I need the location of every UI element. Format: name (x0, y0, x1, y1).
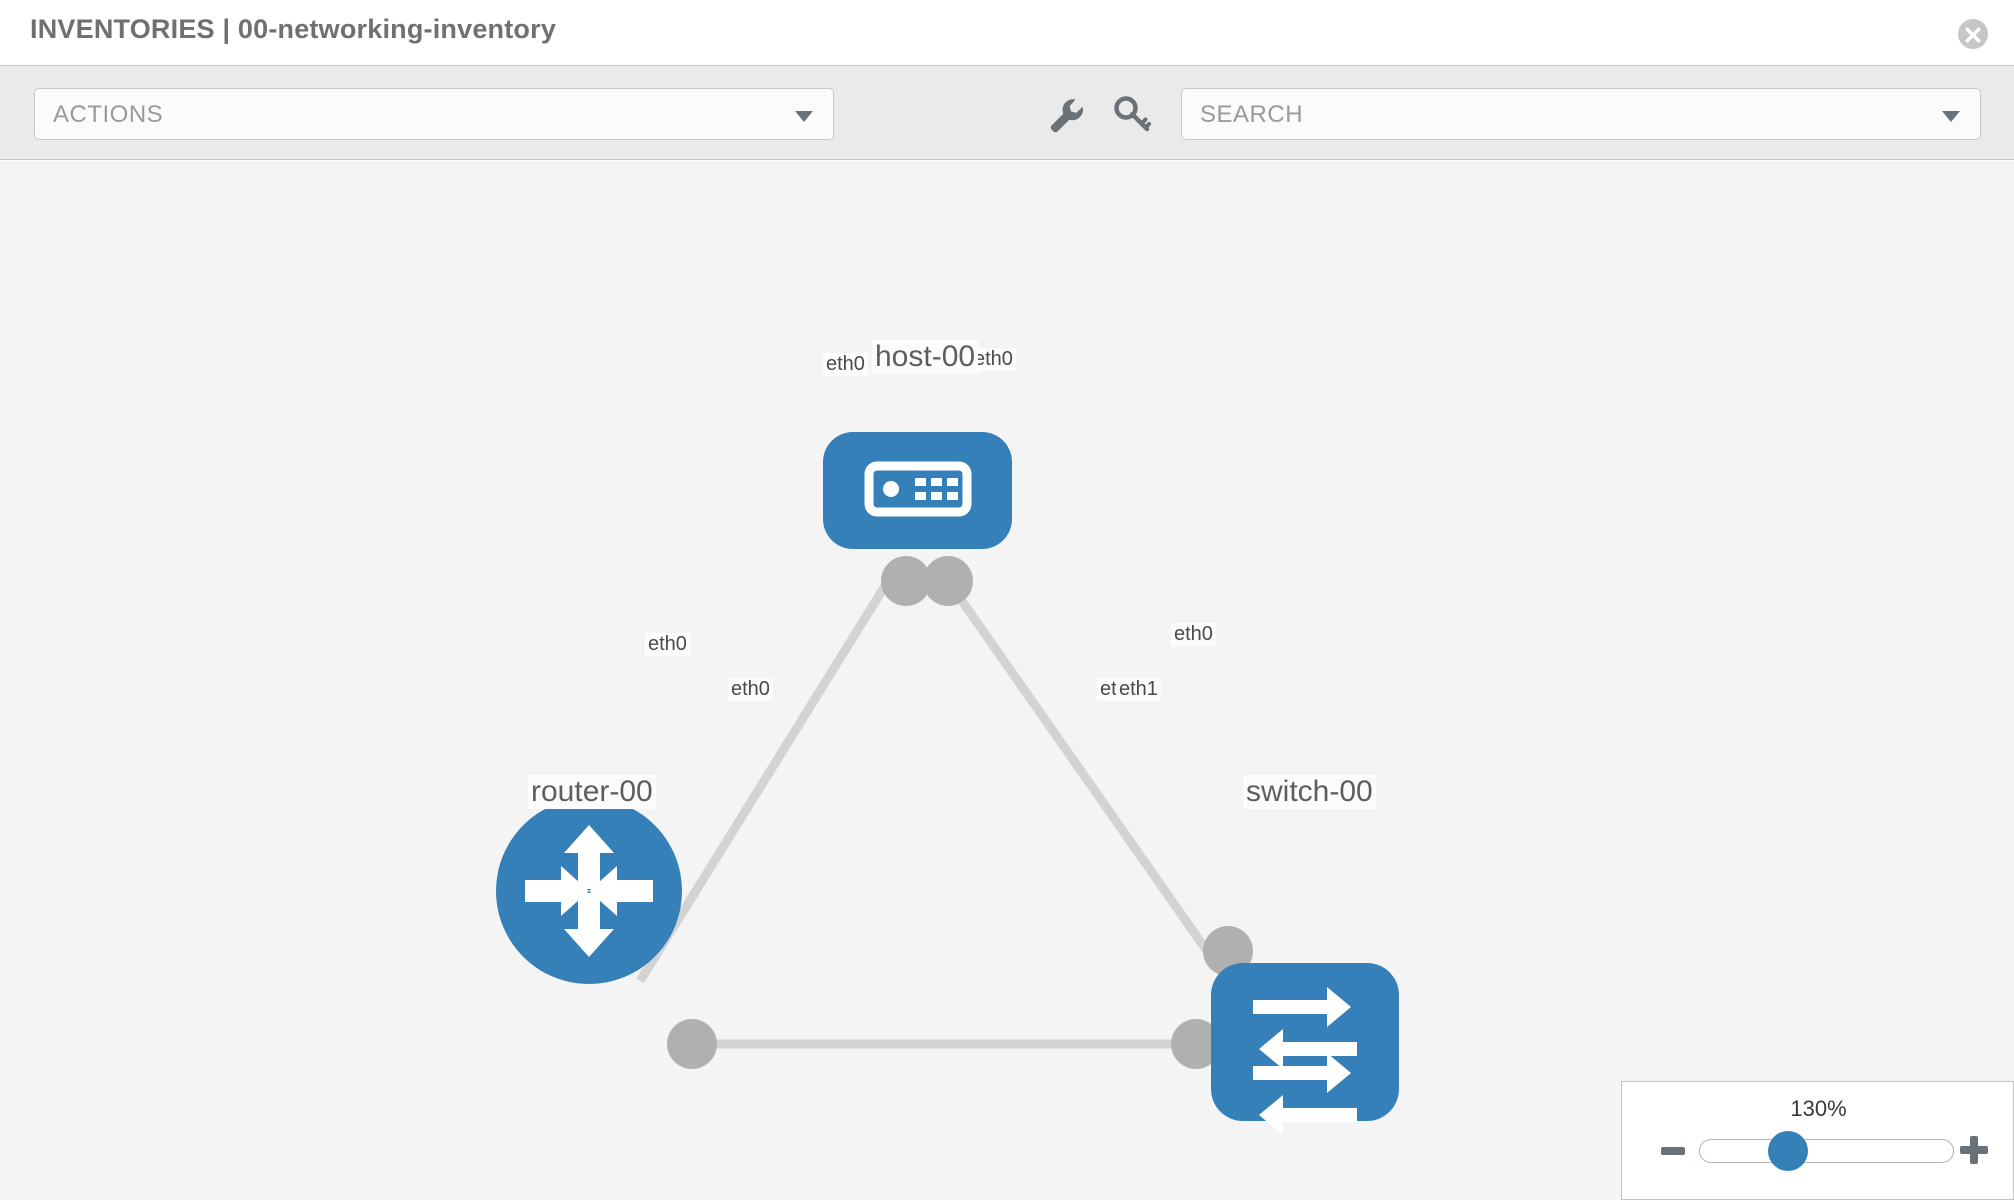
server-icon (864, 461, 972, 517)
edge-label-host00-router00-far: eth0 (645, 633, 690, 656)
topology-connectors (667, 556, 1253, 1069)
zoom-out-button[interactable] (1661, 1147, 1685, 1155)
connector-switch00-left[interactable] (1171, 1019, 1221, 1069)
edge-label-host00-switch00-far: eth0 (1171, 623, 1216, 646)
page-title: INVENTORIES | 00-networking-inventory (30, 14, 557, 44)
node-host-00[interactable] (823, 432, 1012, 549)
search-input[interactable]: SEARCH (1181, 88, 1981, 140)
zoom-slider-track[interactable] (1699, 1139, 1954, 1163)
node-label-router-00: router-00 (528, 775, 656, 809)
topology-links (636, 578, 1232, 1049)
chevron-down-icon (795, 111, 813, 122)
search-placeholder: SEARCH (1200, 101, 1304, 128)
chevron-down-icon[interactable] (1942, 111, 1960, 122)
zoom-in-button[interactable] (1960, 1136, 1988, 1164)
topology-canvas[interactable]: eth0 eth0 eth0 eth0 eth0 eth0 eth1 host-… (0, 161, 2014, 1200)
node-router-00[interactable] (496, 798, 682, 984)
router-icon (525, 825, 653, 957)
switch-icon (1253, 987, 1357, 1135)
edge-label-router00-switch00-near: eth0 (728, 678, 773, 701)
edge-label-host00-switch00-near: eth0 (971, 348, 1016, 371)
topology-graph (496, 432, 1399, 1135)
key-icon[interactable] (1110, 92, 1154, 136)
actions-dropdown[interactable]: ACTIONS (34, 88, 834, 140)
actions-dropdown-label: ACTIONS (53, 101, 164, 128)
zoom-slider-thumb[interactable] (1768, 1131, 1808, 1171)
edge-label-host00-router00-near: eth0 (823, 353, 868, 376)
connector-host00-right[interactable] (923, 556, 973, 606)
title-bar: INVENTORIES | 00-networking-inventory (0, 0, 2014, 66)
zoom-control-panel: 130% (1621, 1081, 2014, 1200)
link-host00-switch00[interactable] (944, 578, 1232, 984)
zoom-level-value: 130% (1790, 1096, 1847, 1121)
node-label-switch-00: switch-00 (1243, 775, 1376, 809)
connector-router00-right[interactable] (667, 1019, 717, 1069)
node-label-host-00: host-00 (872, 340, 979, 374)
close-icon[interactable] (1958, 19, 1988, 49)
wrench-icon[interactable] (1043, 92, 1087, 136)
node-switch-00[interactable] (1211, 963, 1399, 1135)
connector-host00-left[interactable] (881, 556, 931, 606)
edge-label-router00-switch00-far: eth1 (1116, 678, 1161, 701)
link-host00-router00[interactable] (636, 578, 892, 984)
toolbar: ACTIONS SEARCH (0, 66, 2014, 160)
